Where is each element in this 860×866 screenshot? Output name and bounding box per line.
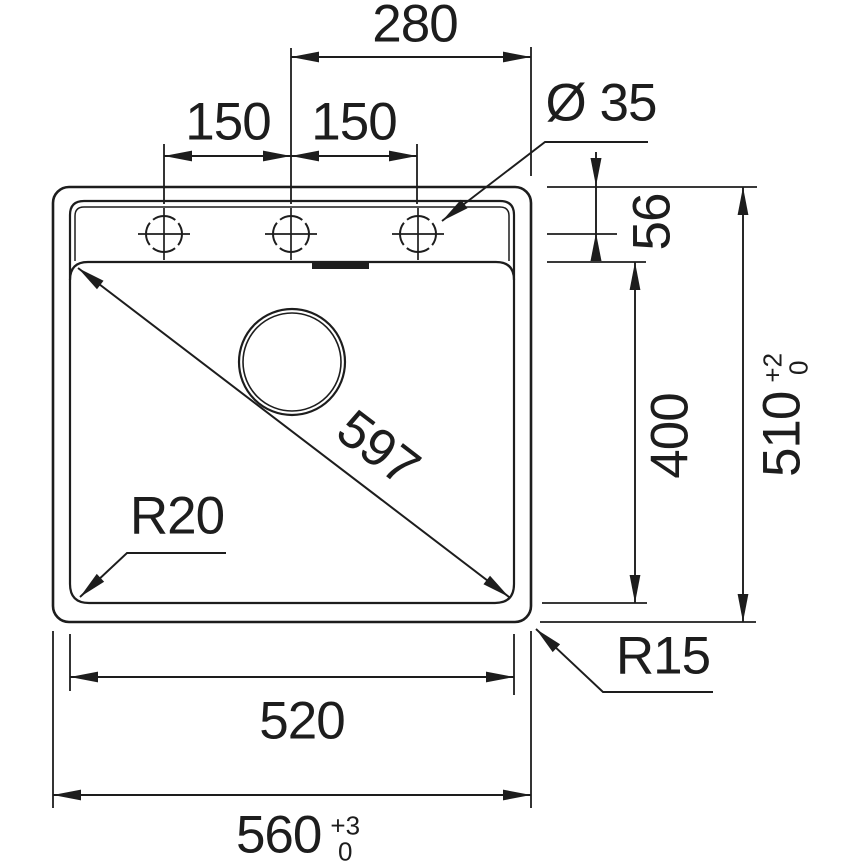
bowl-top-edge xyxy=(68,260,516,281)
dim-560-tolerance: +3 0 xyxy=(330,810,361,864)
tap-hole-center xyxy=(265,208,317,260)
tap-hole-right xyxy=(392,208,444,260)
tap-hole-center-circle xyxy=(272,215,310,253)
dim-510-tolerance: +2 0 xyxy=(757,352,813,383)
sink-outer-outline xyxy=(51,185,533,624)
dim-510-tol-minus: 0 xyxy=(783,360,813,376)
corner-radius-label: R15 xyxy=(615,626,711,686)
dim-150-left-label: 150 xyxy=(185,92,271,152)
dim-560-value: 560 xyxy=(235,805,322,865)
dim-510-tol-plus: +2 xyxy=(757,352,787,383)
dim-56-arrow-bottom xyxy=(590,233,602,261)
tap-hole-right-circle xyxy=(399,215,437,253)
dim-150-right-label: 150 xyxy=(311,92,397,152)
dim-400-label: 400 xyxy=(640,393,700,479)
dim-520-label: 520 xyxy=(259,691,345,751)
diagonal-dimension-line-597 xyxy=(77,267,510,598)
overflow-slot-mark xyxy=(312,262,369,269)
tap-hole-left xyxy=(138,208,190,260)
sink-rim-outline xyxy=(68,199,516,605)
drain-outer-circle xyxy=(237,307,347,417)
bowl-radius-label: R20 xyxy=(129,486,225,546)
leader-hole-diameter xyxy=(441,141,648,222)
drain-inner-circle xyxy=(242,312,342,412)
tap-hole-left-circle xyxy=(145,215,183,253)
dim-56-label: 56 xyxy=(622,193,682,251)
dim-510-value: 510 xyxy=(752,391,812,478)
dim-560-label: 560 +3 0 xyxy=(235,805,361,865)
dim-56-arrow-top xyxy=(590,158,602,186)
deck-edge-line xyxy=(74,206,510,261)
leader-bowl-radius xyxy=(79,552,226,598)
dim-hole-diameter-label: Ø 35 xyxy=(545,73,658,133)
dim-560-tol-plus: +3 xyxy=(330,810,361,840)
dim-280-label: 280 xyxy=(372,0,458,54)
dim-560-tol-minus: 0 xyxy=(337,836,353,866)
leader-corner-radius xyxy=(535,628,713,693)
dim-510-label: 510 +2 0 xyxy=(752,352,814,478)
